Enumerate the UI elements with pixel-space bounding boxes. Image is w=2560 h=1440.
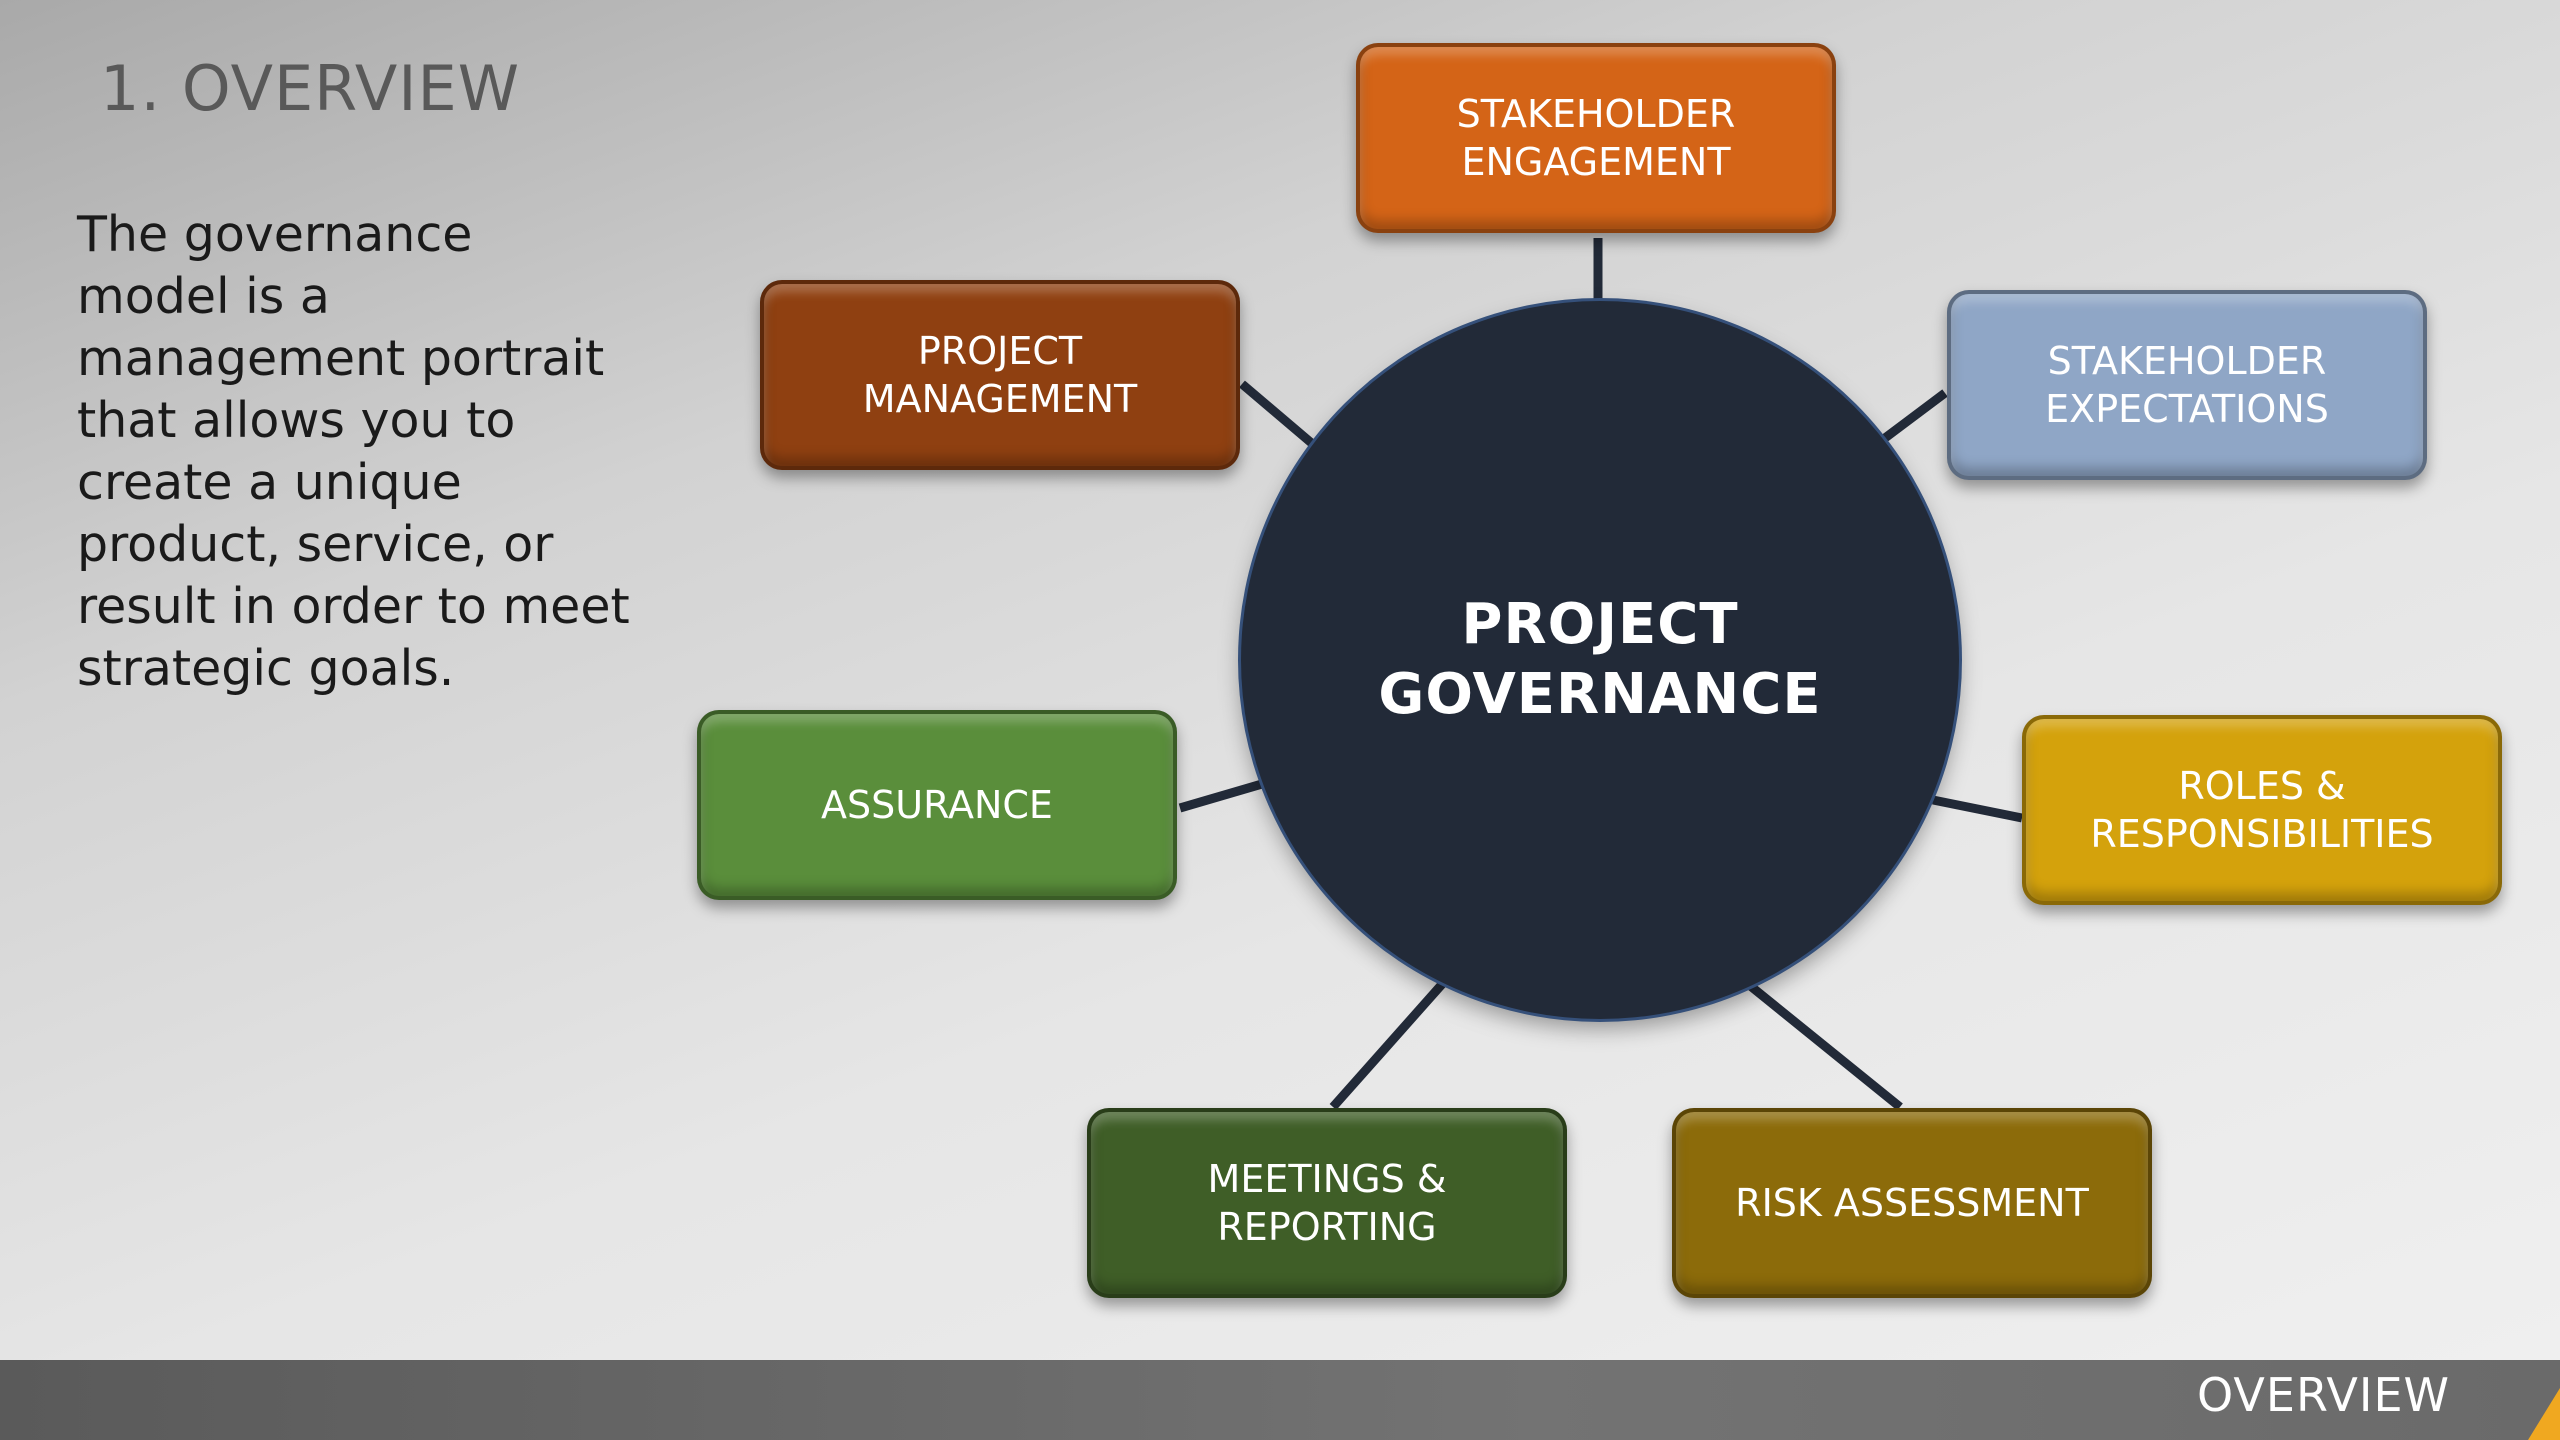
- hub-label: PROJECT GOVERNANCE: [1378, 592, 1822, 727]
- node-stakeholder-engagement[interactable]: STAKEHOLDER ENGAGEMENT: [1356, 43, 1836, 233]
- node-label: ROLES & RESPONSIBILITIES: [2090, 764, 2434, 856]
- connector-project-management: [1239, 380, 1318, 450]
- footer-bar: OVERVIEW: [0, 1360, 2560, 1440]
- node-assurance[interactable]: ASSURANCE: [697, 710, 1177, 900]
- node-label: PROJECT MANAGEMENT: [862, 329, 1138, 421]
- footer-section-label: OVERVIEW: [2197, 1368, 2450, 1422]
- node-label: ASSURANCE: [821, 783, 1053, 827]
- connector-risk-assessment: [1745, 980, 1903, 1111]
- node-meetings-reporting[interactable]: MEETINGS & REPORTING: [1087, 1108, 1567, 1298]
- connector-assurance: [1178, 779, 1264, 813]
- connector-meetings-reporting: [1329, 979, 1448, 1110]
- node-roles-responsibilities[interactable]: ROLES & RESPONSIBILITIES: [2022, 715, 2502, 905]
- node-label: STAKEHOLDER ENGAGEMENT: [1456, 92, 1736, 184]
- hub-project-governance[interactable]: PROJECT GOVERNANCE: [1241, 301, 1959, 1019]
- slide-description: The governance model is a management por…: [77, 206, 630, 697]
- node-risk-assessment[interactable]: RISK ASSESSMENT: [1672, 1108, 2152, 1298]
- node-label: STAKEHOLDER EXPECTATIONS: [2045, 339, 2329, 431]
- node-label: MEETINGS & REPORTING: [1207, 1157, 1447, 1249]
- node-label: RISK ASSESSMENT: [1735, 1181, 2089, 1225]
- node-project-management[interactable]: PROJECT MANAGEMENT: [760, 280, 1240, 470]
- connector-stakeholder-expectations: [1882, 389, 1948, 442]
- connector-roles-responsibilities: [1932, 795, 2023, 823]
- slide-title: 1. OVERVIEW: [100, 52, 521, 125]
- node-stakeholder-expectations[interactable]: STAKEHOLDER EXPECTATIONS: [1947, 290, 2427, 480]
- accent-stripe-icon: [2528, 1388, 2560, 1440]
